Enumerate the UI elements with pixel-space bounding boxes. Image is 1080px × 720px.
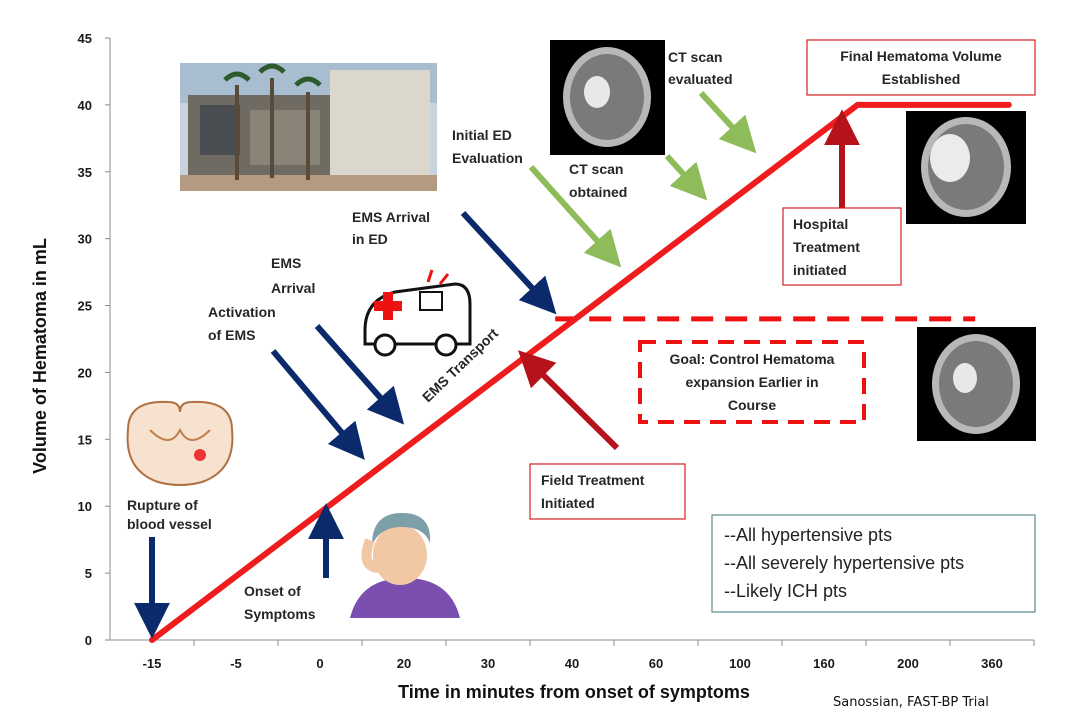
- ems-arrival-arrow: [314, 324, 405, 425]
- x-tick-label: 60: [649, 656, 663, 671]
- hospital-building-photo: [180, 63, 437, 191]
- x-axis-label: Time in minutes from onset of symptoms: [398, 682, 750, 702]
- svg-text:Initiated: Initiated: [541, 495, 595, 511]
- x-tick-label: 0: [316, 656, 323, 671]
- ems-arrival-label: EMS Arrival: [271, 255, 315, 296]
- y-tick-label: 5: [85, 566, 92, 581]
- x-tick-label: 200: [897, 656, 919, 671]
- ct-scan-before: [550, 40, 665, 155]
- ct-scan-control: [917, 327, 1036, 441]
- hematoma-volume-line: [149, 101, 1012, 643]
- rupture-label: Rupture of blood vessel: [127, 497, 212, 532]
- x-tick-label: 360: [981, 656, 1003, 671]
- ct-scan-after: [906, 111, 1026, 224]
- x-ticks: -15 -5 0 20 30 40 60 100 160 200 360: [143, 640, 1035, 671]
- y-tick-label: 35: [78, 165, 92, 180]
- svg-text:Final Hematoma Volume: Final Hematoma Volume: [840, 48, 1002, 64]
- svg-text:Goal: Control Hematoma: Goal: Control Hematoma: [670, 351, 835, 367]
- svg-text:Established: Established: [882, 71, 961, 87]
- y-tick-label: 30: [78, 232, 92, 247]
- svg-text:Course: Course: [728, 397, 776, 413]
- activation-label: Activation of EMS: [208, 304, 280, 343]
- ct-evaluated-label: CT scan evaluated: [668, 49, 733, 87]
- ambulance-icon: [363, 269, 472, 357]
- y-tick-label: 20: [78, 365, 92, 380]
- woman-headache-illustration: [350, 513, 460, 618]
- initial-ed-arrow: [528, 164, 622, 268]
- ems-arrival-ed-arrow: [460, 210, 557, 315]
- brain-section-illustration: [126, 400, 234, 486]
- x-tick-label: 30: [481, 656, 495, 671]
- y-tick-label: 10: [78, 499, 92, 514]
- credit-text: Sanossian, FAST-BP Trial: [833, 695, 989, 710]
- criteria-box: --All hypertensive pts --All severely hy…: [711, 514, 1036, 613]
- y-tick-label: 25: [78, 299, 92, 314]
- x-tick-label: -5: [230, 656, 242, 671]
- field-treatment-box: Field Treatment Initiated: [529, 463, 686, 520]
- y-tick-label: 15: [78, 432, 92, 447]
- y-ticks: 0 5 10 15 20 25 30 35 40 45: [78, 31, 110, 648]
- ct-obtained-label: CT scan obtained: [569, 161, 627, 200]
- goal-box: Goal: Control Hematoma expansion Earlier…: [638, 340, 866, 424]
- field-treatment-arrow: [518, 350, 620, 451]
- hospital-treatment-box: Hospital Treatment initiated: [782, 207, 902, 286]
- svg-text:initiated: initiated: [793, 262, 847, 278]
- svg-text:--Likely ICH pts: --Likely ICH pts: [724, 581, 847, 601]
- y-tick-label: 0: [85, 633, 92, 648]
- svg-text:Hospital: Hospital: [793, 216, 848, 232]
- final-volume-box: Final Hematoma Volume Established: [806, 39, 1036, 96]
- svg-text:--All severely hypertensive pt: --All severely hypertensive pts: [724, 553, 964, 573]
- y-tick-label: 40: [78, 98, 92, 113]
- svg-text:Field Treatment: Field Treatment: [541, 472, 645, 488]
- x-tick-label: -15: [143, 656, 162, 671]
- ems-arrival-ed-label: EMS Arrival in ED: [352, 209, 434, 247]
- y-tick-label: 45: [78, 31, 92, 46]
- x-tick-label: 40: [565, 656, 579, 671]
- onset-label: Onset of Symptoms: [244, 583, 316, 622]
- initial-ed-label: Initial ED Evaluation: [452, 127, 523, 166]
- svg-text:Treatment: Treatment: [793, 239, 860, 255]
- svg-text:--All hypertensive pts: --All hypertensive pts: [724, 525, 892, 545]
- ct-evaluated-arrow: [698, 90, 757, 154]
- x-tick-label: 20: [397, 656, 411, 671]
- activation-arrow: [270, 349, 365, 460]
- ct-obtained-arrow: [664, 153, 708, 201]
- svg-text:expansion Earlier in: expansion Earlier in: [685, 374, 818, 390]
- y-axis-label: Volume of Hematoma in mL: [30, 238, 50, 474]
- x-tick-label: 160: [813, 656, 835, 671]
- x-tick-label: 100: [729, 656, 751, 671]
